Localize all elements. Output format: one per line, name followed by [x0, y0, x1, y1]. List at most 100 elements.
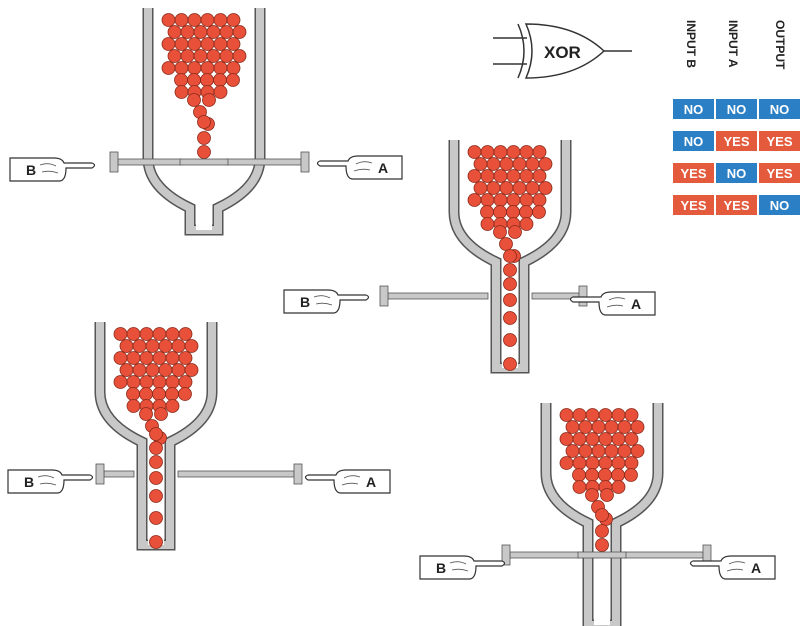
ball — [519, 145, 534, 159]
hand-b: B — [283, 289, 370, 314]
gate-plate — [577, 551, 627, 559]
gate-rod-a — [623, 551, 704, 559]
header-input-b: INPUT B — [684, 20, 698, 68]
hand-b: B — [9, 157, 96, 182]
header-output: OUTPUT — [773, 20, 787, 70]
ball — [174, 73, 188, 87]
header-input-a: INPUT A — [726, 20, 740, 68]
ball — [126, 387, 140, 401]
hand-a-label: A — [378, 160, 388, 176]
ball — [213, 13, 228, 27]
ball — [197, 131, 211, 145]
ball — [213, 73, 227, 87]
ball — [624, 408, 639, 422]
gate-handle-b — [109, 151, 119, 173]
hand-a: A — [316, 155, 403, 180]
hand-a: A — [569, 291, 656, 316]
ball — [174, 13, 189, 27]
ball — [499, 157, 514, 171]
ball — [161, 13, 176, 27]
ball — [200, 13, 215, 27]
ball — [506, 193, 521, 207]
gate-handle-a — [578, 285, 588, 307]
ball — [213, 37, 228, 51]
hand-fingers — [353, 161, 373, 172]
ball — [200, 37, 215, 51]
cell-background — [759, 195, 800, 215]
ball — [178, 387, 192, 401]
ball — [193, 25, 208, 39]
ball — [532, 193, 547, 207]
truth-table-cell: NO — [673, 131, 714, 151]
ball — [578, 444, 593, 458]
ball — [611, 480, 626, 494]
ball — [139, 375, 154, 389]
ball — [119, 339, 134, 353]
ball — [202, 93, 216, 107]
ball — [149, 441, 163, 455]
cell-value: YES — [680, 166, 706, 181]
hand-a-label: A — [751, 560, 761, 576]
ball — [480, 169, 495, 183]
ball — [559, 456, 574, 470]
ball — [180, 25, 195, 39]
ball — [219, 49, 234, 63]
ball — [139, 327, 154, 341]
gate-rod-b — [509, 551, 581, 559]
ball — [565, 420, 580, 434]
ball — [572, 432, 587, 446]
cell-background — [759, 99, 800, 119]
truth-table-cell: NO — [716, 99, 757, 119]
ball — [126, 375, 141, 389]
ball — [197, 115, 211, 129]
ball — [572, 408, 587, 422]
hand-a: A — [304, 469, 391, 494]
truth-table-cell: YES — [673, 195, 714, 215]
ball — [624, 468, 638, 482]
ball — [506, 169, 521, 183]
ball — [139, 407, 153, 421]
ball — [232, 49, 247, 63]
hand-outline — [283, 289, 370, 314]
ball — [559, 432, 574, 446]
truth-table-cell: YES — [716, 131, 757, 151]
cell-value: YES — [680, 198, 706, 213]
hand-b-label: B — [436, 560, 446, 576]
ball — [585, 488, 599, 502]
ball — [184, 339, 199, 353]
ball — [149, 471, 163, 485]
hand-fingers — [726, 561, 746, 572]
ball — [519, 193, 534, 207]
ball — [467, 169, 482, 183]
hand-outline — [689, 555, 776, 580]
ball — [145, 363, 160, 377]
cell-value: NO — [727, 102, 747, 117]
ball — [532, 205, 546, 219]
ball — [480, 205, 494, 219]
ball — [595, 524, 609, 538]
ball — [493, 169, 508, 183]
ball — [473, 157, 488, 171]
ball — [226, 73, 240, 87]
ball — [624, 456, 639, 470]
ball — [585, 408, 600, 422]
ball — [486, 157, 501, 171]
hand-outline — [304, 469, 391, 494]
ball — [152, 375, 167, 389]
gate-rod-b — [103, 470, 135, 478]
ball — [480, 145, 495, 159]
ball — [503, 333, 517, 347]
ball — [158, 363, 173, 377]
ball — [126, 327, 141, 341]
ball — [512, 181, 527, 195]
cell-value: NO — [684, 134, 704, 149]
ball — [165, 351, 180, 365]
ball — [171, 363, 186, 377]
ball — [126, 399, 141, 413]
gate-handle-a — [293, 463, 303, 485]
truth-table-cell: NO — [759, 99, 800, 119]
ball — [206, 25, 221, 39]
hand-outline — [9, 157, 96, 182]
cell-value: NO — [684, 102, 704, 117]
